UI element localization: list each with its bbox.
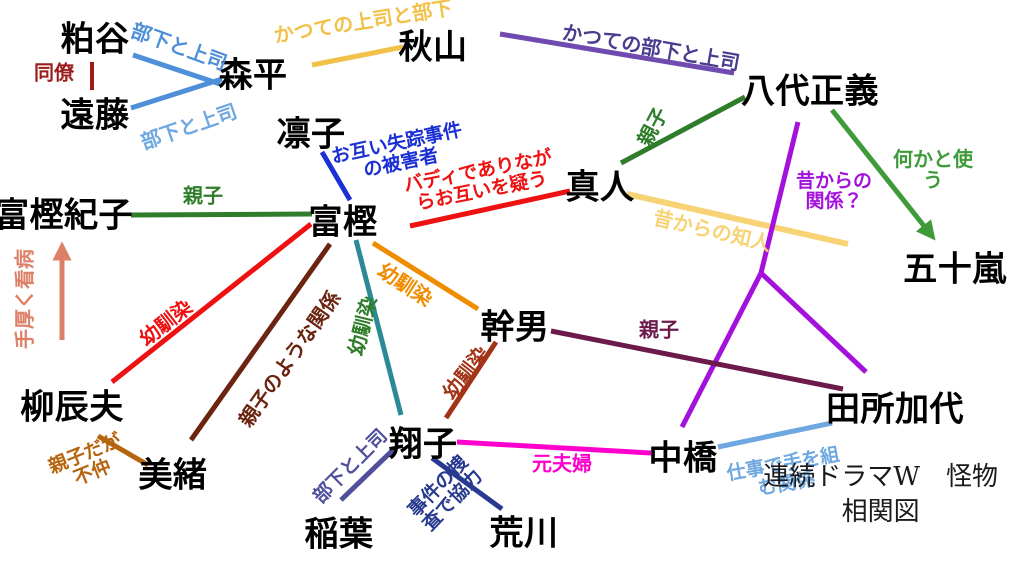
edge-node-tadokoro: [759, 271, 868, 374]
character-node-yashiro[interactable]: 八代正義: [741, 71, 879, 112]
character-node-nakahashi[interactable]: 中橋: [648, 438, 718, 479]
edge-node-nakahashi: [679, 271, 764, 429]
character-node-morihira[interactable]: 森平: [218, 55, 288, 96]
character-node-tadokoro[interactable]: 田所加代: [826, 389, 964, 430]
character-node-mikio[interactable]: 幹男: [480, 307, 550, 348]
edge-togashin-togashi: [130, 211, 313, 218]
relation-label-lbl-mikio-tadokoro: 親子: [639, 317, 679, 342]
relation-label-lbl-togashi-mikio: 幼馴染: [373, 258, 437, 311]
character-node-igarashi[interactable]: 五十嵐: [903, 249, 1007, 290]
character-node-endo[interactable]: 遠藤: [60, 95, 130, 136]
relation-label-lbl-masato-yashiro: 親子: [632, 103, 673, 151]
relation-label-lbl-kasuya-morihira: 部下と上司: [128, 18, 231, 75]
character-node-togashi[interactable]: 富樫: [308, 202, 378, 243]
relation-label-lbl-yashiro-igarashi: 何かと使う: [893, 147, 973, 192]
relation-label-lbl-shoko-inaba: 部下と上司: [308, 424, 392, 508]
character-node-shoko[interactable]: 翔子: [388, 424, 458, 465]
relation-label-lbl-mio-togashi: 親子のような関係: [233, 286, 346, 432]
credit-line-2: 相関図: [841, 496, 920, 527]
relation-label-lbl-endo-morihira: 部下と上司: [137, 98, 241, 155]
relation-label-lbl-yashiro-nakahashi: 昔からの 関係？: [795, 170, 873, 212]
character-node-togashi_n[interactable]: 富樫紀子: [0, 195, 133, 236]
character-node-masato[interactable]: 真人: [565, 167, 635, 208]
credit-line-1: 連続ドラマW 怪物: [763, 461, 998, 492]
relation-label-lbl-yanagi-togashi: 幼馴染: [134, 294, 197, 351]
relation-label-lbl-douryou: 同僚: [34, 60, 74, 85]
credit-block: 連続ドラマW 怪物 相関図: [763, 425, 998, 565]
relation-label-lbl-masato-igarashi: 昔からの知人: [650, 205, 774, 256]
relation-label-lbl-togashi-shoko: 幼馴染: [343, 293, 382, 358]
edge-mikio-tadokoro: [550, 328, 844, 392]
character-node-mio[interactable]: 美緒: [138, 455, 208, 496]
relation-label-lbl-akiyama-yashiro: かつての部下と上司: [560, 20, 742, 75]
character-node-akiyama[interactable]: 秋山: [398, 27, 468, 68]
character-node-arakawa[interactable]: 荒川: [489, 513, 559, 554]
relation-label-lbl-yanagi-mio: 親子だが 不仲: [45, 429, 125, 490]
relation-label-lbl-mikio-shoko: 幼馴染: [437, 341, 494, 404]
relation-label-lbl-togashin-togashi: 親子: [183, 183, 223, 208]
character-node-rinko[interactable]: 凛子: [276, 114, 346, 155]
character-node-kasuya[interactable]: 粕谷: [60, 19, 130, 60]
relation-label-lbl-tegatai: 手厚く看病: [12, 249, 37, 349]
character-node-yanagi[interactable]: 柳辰夫: [20, 387, 124, 428]
edge-endo-morihira: [130, 76, 223, 111]
edge-morihira-akiyama: [311, 44, 404, 68]
character-node-inaba[interactable]: 稲葉: [304, 514, 374, 555]
relation-label-lbl-shoko-nakahashi: 元夫婦: [532, 451, 592, 476]
